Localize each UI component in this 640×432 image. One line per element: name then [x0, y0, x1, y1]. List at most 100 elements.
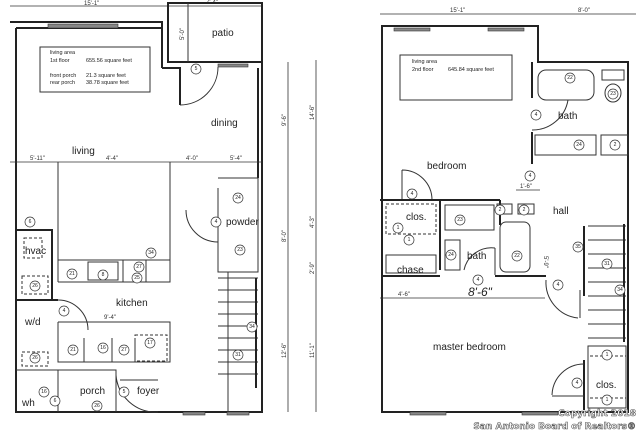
fixture-tag-label: 27 — [136, 264, 142, 270]
fixture-tag-label: 1 — [408, 237, 411, 243]
fixture-tag: 4 — [552, 279, 564, 291]
fixture-tag-circle — [38, 386, 50, 398]
room-dining: dining — [211, 118, 238, 129]
fixture-tag-circle — [232, 349, 244, 361]
fixture-tag-circle — [131, 272, 143, 284]
fixture-tag: 16 — [97, 342, 109, 354]
fixture-tag-label: 23 — [237, 247, 243, 253]
fixture-tag-label: 23 — [457, 217, 463, 223]
fixture-tag-label: 4 — [477, 277, 480, 283]
fixture-tag-label: 31 — [235, 352, 241, 358]
fixture-tag-circle — [518, 204, 530, 216]
fixture-tag-circle — [58, 305, 70, 317]
room-kitchen: kitchen — [116, 298, 148, 309]
fixture-tag-label: 24 — [576, 142, 582, 148]
fixture-tag: 24 — [232, 192, 244, 204]
info-label: front porch — [50, 73, 76, 79]
fixture-tag-label: 26 — [94, 403, 100, 409]
dim-kitchen: 9'-4" — [104, 315, 116, 321]
fixture-tag-circle — [246, 321, 258, 333]
room-living: living — [72, 146, 95, 157]
fixture-tag: 6 — [49, 395, 61, 407]
first-floor-area-box — [39, 46, 151, 93]
fixture-tag-circle — [445, 249, 457, 261]
fixture-tag-label: 4 — [535, 112, 538, 118]
fixture-tag-circle — [571, 377, 583, 389]
fixture-tag-label: 34 — [148, 250, 154, 256]
fixture-tag-label: 21 — [69, 271, 75, 277]
room-wd: w/d — [24, 317, 41, 328]
fixture-tag-circle — [91, 400, 103, 412]
fixture-tag: 1 — [403, 234, 415, 246]
fixture-tag-circle — [494, 204, 506, 216]
fixture-tag: 35 — [572, 241, 584, 253]
second-floor-area-box — [399, 54, 513, 101]
fixture-tag-label: 23 — [610, 91, 616, 97]
fixture-tag-circle — [66, 268, 78, 280]
room-chase: chase — [397, 265, 424, 276]
fixture-tag-circle — [210, 216, 222, 228]
room-closet: clos. — [406, 212, 427, 223]
room-bedroom: bedroom — [427, 161, 466, 172]
fixture-tag: 17 — [144, 337, 156, 349]
watermark: San Antonio Board of Realtors® — [473, 422, 636, 432]
fixture-tag: 1 — [601, 349, 613, 361]
fixture-tag: 4 — [571, 377, 583, 389]
room-wh: wh — [21, 398, 35, 409]
fixture-tag-circle — [601, 394, 613, 406]
info-label: 2nd floor — [412, 67, 434, 73]
fixture-tag-circle — [97, 342, 109, 354]
fixture-tag: 8 — [97, 269, 109, 281]
fixture-tag-circle — [118, 344, 130, 356]
fixture-tag: 2 — [609, 139, 621, 151]
fixture-tag: 4 — [530, 109, 542, 121]
dim: 5'-4" — [230, 156, 242, 162]
fixture-tag: 4 — [472, 274, 484, 286]
fixture-tag: 22 — [511, 250, 523, 262]
room-porch: porch — [80, 386, 105, 397]
fixture-tag-label: 26 — [32, 283, 38, 289]
fixture-tag-circle — [234, 244, 246, 256]
dim-bath-width: 8'-6" — [468, 285, 493, 299]
fixture-tag-circle — [232, 192, 244, 204]
dim: 1'-6" — [520, 184, 532, 190]
room-closet: clos. — [596, 380, 617, 391]
fixture-tag: 27 — [133, 261, 145, 273]
fixture-tag: 23 — [234, 244, 246, 256]
dim: 12'-6" — [282, 343, 288, 358]
fixture-tag: 26 — [29, 280, 41, 292]
dim: 8'-0" — [282, 230, 288, 242]
dim: 4'-4" — [106, 156, 118, 162]
dim: 15'-1" — [450, 8, 465, 14]
fixture-tag: 22 — [564, 72, 576, 84]
first-floor-plan: 15'-1" 7'-4" 5'-0" living area 1st floor… — [10, 0, 289, 416]
fixture-tag-label: 6 — [29, 219, 32, 225]
fixture-tag-circle — [392, 222, 404, 234]
fixture-tag-circle — [609, 139, 621, 151]
fixture-tag-label: 2 — [523, 207, 526, 213]
info-label: rear porch — [50, 80, 75, 86]
dim: 8'-0" — [578, 8, 590, 14]
dim-top: 15'-1" — [84, 1, 99, 7]
info-value: 38.78 square feet — [86, 80, 129, 86]
fixture-tag-label: 2 — [614, 142, 617, 148]
info-line: living area — [50, 50, 76, 56]
fixture-tag-circle — [573, 139, 585, 151]
dim: 5'-9" — [542, 256, 548, 268]
info-line: living area — [412, 59, 438, 65]
fixture-tag: 1 — [601, 394, 613, 406]
fixture-tag: 21 — [67, 344, 79, 356]
fixture-tag-label: 35 — [575, 244, 581, 250]
fixture-tag-circle — [564, 72, 576, 84]
fixture-tag-circle — [403, 234, 415, 246]
info-value: 21.3 square feet — [86, 73, 126, 79]
dim: 4'-6" — [398, 292, 410, 298]
room-foyer: foyer — [137, 386, 160, 397]
fixture-tag: 6 — [24, 216, 36, 228]
fixture-tag: 1 — [392, 222, 404, 234]
fixture-tag-circle — [49, 395, 61, 407]
room-hall: hall — [553, 206, 569, 217]
fixture-tag: 27 — [118, 344, 130, 356]
fixture-tag-label: 21 — [70, 347, 76, 353]
room-hvac: hvac — [25, 246, 46, 257]
